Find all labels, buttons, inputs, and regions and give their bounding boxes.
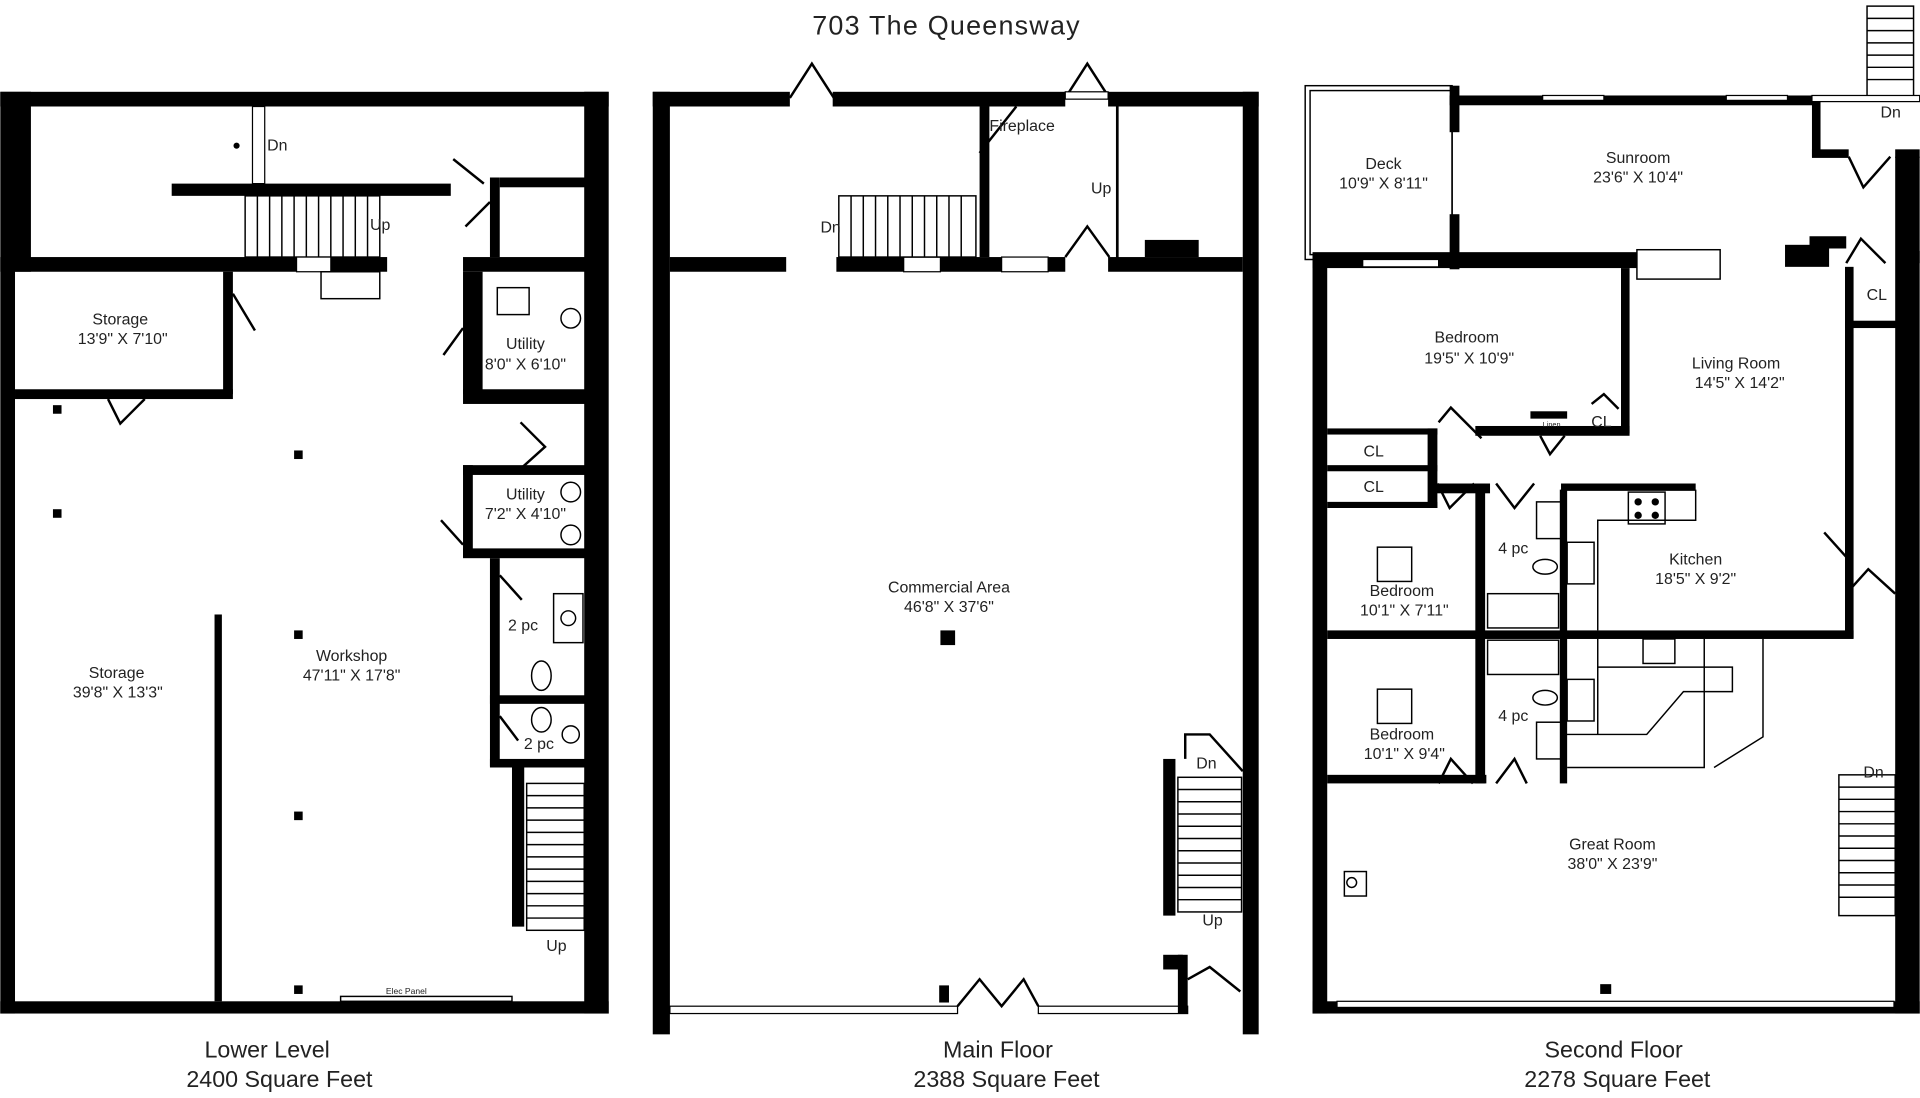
room-dims: 10'9" X 8'11"	[1339, 176, 1428, 193]
room-dims: 7'2" X 4'10"	[485, 506, 566, 523]
room-name: Commercial Area	[888, 579, 1010, 596]
fireplace-label: Fireplace	[989, 118, 1055, 135]
room-dims: 47'11" X 17'8"	[303, 668, 401, 685]
room-name: Workshop	[316, 648, 387, 665]
room-dims: 10'1" X 7'11"	[1360, 603, 1449, 620]
floor-area: 2388 Square Feet	[913, 1066, 1100, 1092]
room-dims: 13'9" X 7'10"	[78, 331, 168, 348]
room-name: Utility	[506, 336, 545, 353]
floor-area: 2400 Square Feet	[186, 1066, 373, 1092]
room-dims: 38'0" X 23'9"	[1567, 856, 1657, 873]
room-name: Utility	[506, 486, 545, 503]
room-name: Sunroom	[1606, 150, 1671, 167]
dn-label: Dn	[1863, 764, 1883, 781]
room-dims: 23'6" X 10'4"	[1593, 169, 1683, 186]
room-dims: 39'8" X 13'3"	[73, 685, 163, 702]
room-dims: 18'5" X 9'2"	[1655, 571, 1736, 588]
room-name: Bedroom	[1370, 726, 1435, 743]
lower-level-plan: Dn Up Up Elec Panel Storage 13'9" X 7'10…	[0, 91, 609, 1014]
up-label: Up	[546, 938, 566, 955]
room-name: Great Room	[1569, 837, 1656, 854]
room-dims: 8'0" X 6'10"	[485, 357, 566, 374]
room-name: Storage	[92, 311, 148, 328]
plan-title: 703 The Queensway	[812, 10, 1081, 40]
second-floor-plan: Dn Dn CL CL CL CL Linen 4 pc 4 pc Deck 1…	[1304, 5, 1920, 1014]
room-name: 2 pc	[508, 617, 538, 634]
floor-name: Main Floor	[943, 1037, 1053, 1063]
floor-name: Second Floor	[1545, 1037, 1684, 1063]
dn-label: Dn	[820, 220, 840, 237]
room-name: Storage	[89, 665, 145, 682]
up-label: Up	[370, 217, 390, 234]
elec-panel-label: Elec Panel	[386, 986, 427, 996]
dn-label: Dn	[1881, 105, 1901, 122]
closet-label: CL	[1364, 444, 1384, 461]
closet-label: CL	[1867, 287, 1887, 304]
main-floor-plan: Fireplace Up Dn Dn Up Commercial Area 46…	[652, 61, 1259, 1035]
up-label: Up	[1202, 912, 1222, 929]
closet-label: CL	[1591, 414, 1611, 431]
room-name: Bedroom	[1434, 330, 1499, 347]
room-dims: 14'5" X 14'2"	[1695, 375, 1785, 392]
room-dims: 46'8" X 37'6"	[904, 599, 994, 616]
room-name: 2 pc	[524, 736, 554, 753]
stairs-right	[1177, 776, 1243, 913]
linen-label: Linen	[1543, 420, 1561, 429]
floor-name: Lower Level	[204, 1037, 329, 1063]
room-name: Kitchen	[1669, 551, 1722, 568]
floor-area: 2278 Square Feet	[1524, 1066, 1711, 1092]
room-name: Deck	[1365, 156, 1401, 173]
stairs-up-top	[244, 195, 381, 258]
room-name: Bedroom	[1370, 583, 1435, 600]
closet-label: CL	[1364, 479, 1384, 496]
up-label: Up	[1091, 180, 1111, 197]
room-name: Living Room	[1692, 355, 1780, 372]
stairs-dn-top	[838, 195, 977, 258]
bath-label: 4 pc	[1498, 708, 1528, 725]
room-dims: 10'1" X 9'4"	[1364, 746, 1445, 763]
dn-label: Dn	[267, 138, 287, 155]
room-dims: 19'5" X 10'9"	[1424, 351, 1514, 368]
dn-label: Dn	[1196, 756, 1216, 773]
bath-label: 4 pc	[1498, 540, 1528, 557]
stairs-up-bottom	[525, 782, 585, 932]
